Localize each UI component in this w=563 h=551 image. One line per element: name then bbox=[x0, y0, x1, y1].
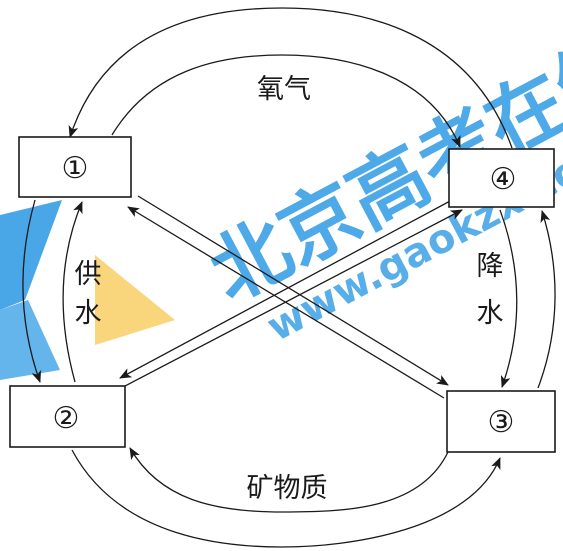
node-4: ④ bbox=[448, 148, 555, 208]
label-water-supply-char-2: 水 bbox=[75, 298, 102, 329]
arrow-4-to-3-down bbox=[499, 209, 518, 388]
node-3: ③ bbox=[446, 390, 556, 453]
label-oxygen: 氧气 bbox=[257, 74, 311, 105]
node-1: ① bbox=[18, 136, 132, 198]
arrow-1-to-3-diagonal bbox=[137, 195, 449, 386]
label-precipitation-char-2: 水 bbox=[477, 298, 504, 329]
arrow-3-to-2-inner bbox=[129, 447, 449, 513]
node-3-label: ③ bbox=[488, 405, 515, 440]
arrow-1-to-4-inner bbox=[111, 54, 461, 148]
label-water-supply-char-1: 供 bbox=[75, 259, 102, 290]
label-precipitation-char-1: 降 bbox=[477, 251, 504, 282]
node-1-label: ① bbox=[62, 151, 89, 186]
label-minerals: 矿物质 bbox=[247, 473, 328, 504]
arrow-3-to-4-up bbox=[537, 210, 556, 389]
node-2: ② bbox=[9, 385, 126, 448]
node-4-label: ④ bbox=[490, 162, 517, 197]
arrow-4-to-2-diagonal bbox=[119, 199, 453, 379]
arrow-1-to-2-down bbox=[22, 199, 42, 383]
arrow-2-to-4-diagonal bbox=[124, 209, 463, 387]
node-2-label: ② bbox=[53, 401, 80, 436]
arrow-2-to-3-outer bbox=[71, 449, 501, 548]
arrow-2-to-1-up bbox=[62, 201, 83, 383]
arrow-4-to-1-outer bbox=[68, 7, 513, 149]
